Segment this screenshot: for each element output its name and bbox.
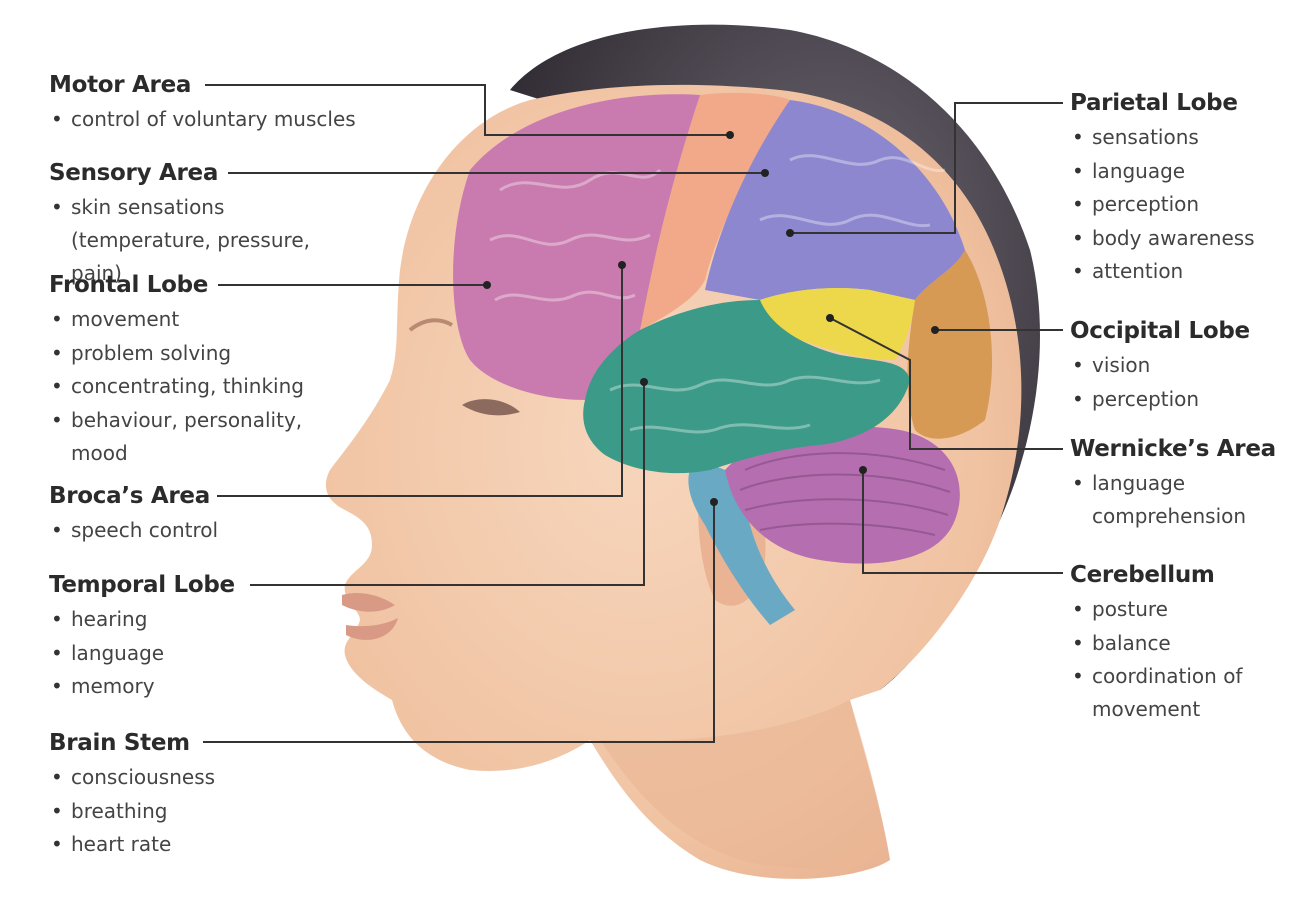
- temporal-lobe-item: memory: [49, 670, 329, 704]
- parietal-lobe-title: Parietal Lobe: [1070, 88, 1285, 118]
- frontal-lobe-item: problem solving: [49, 337, 329, 371]
- dot-wernickes-area: [826, 314, 834, 322]
- frontal-lobe-item: movement: [49, 303, 329, 337]
- temporal-lobe-item: hearing: [49, 603, 329, 637]
- frontal-lobe-item: concentrating, thinking: [49, 370, 329, 404]
- sensory-area-title: Sensory Area: [49, 158, 389, 188]
- parietal-lobe-item: attention: [1070, 255, 1285, 289]
- frontal-lobe-item: behaviour, personality, mood: [49, 404, 331, 470]
- wernickes-area-title: Wernicke’s Area: [1070, 434, 1290, 464]
- dot-sensory-area: [761, 169, 769, 177]
- brain-stem-item: breathing: [49, 795, 329, 829]
- motor-area-list: control of voluntary muscles: [49, 103, 409, 137]
- label-brain-stem: Brain Stem consciousness breathing heart…: [49, 728, 329, 862]
- parietal-lobe-list: sensations language perception body awar…: [1070, 121, 1285, 289]
- dot-motor-area: [726, 131, 734, 139]
- dot-parietal-lobe: [786, 229, 794, 237]
- temporal-lobe-title: Temporal Lobe: [49, 570, 329, 600]
- brocas-area-list: speech control: [49, 514, 329, 548]
- wernickes-area-list: language comprehension: [1070, 467, 1290, 533]
- parietal-lobe-item: body awareness: [1070, 222, 1285, 256]
- motor-area-title: Motor Area: [49, 70, 409, 100]
- label-motor-area: Motor Area control of voluntary muscles: [49, 70, 409, 137]
- brain-stem-item: consciousness: [49, 761, 329, 795]
- dot-brain-stem: [710, 498, 718, 506]
- cerebellum-list: posture balance coordination of movement: [1070, 593, 1285, 726]
- label-occipital-lobe: Occipital Lobe vision perception: [1070, 316, 1285, 416]
- cerebellum-item: coordination of movement: [1070, 660, 1282, 726]
- cerebellum-title: Cerebellum: [1070, 560, 1285, 590]
- brain-stem-list: consciousness breathing heart rate: [49, 761, 329, 862]
- wernickes-area-item: language comprehension: [1070, 467, 1282, 533]
- cerebellum-item: posture: [1070, 593, 1285, 627]
- brain-stem-item: heart rate: [49, 828, 329, 862]
- brain-stem-title: Brain Stem: [49, 728, 329, 758]
- label-wernickes-area: Wernicke’s Area language comprehension: [1070, 434, 1290, 533]
- motor-area-item: control of voluntary muscles: [49, 103, 409, 137]
- occipital-lobe-item: perception: [1070, 383, 1285, 417]
- parietal-lobe-item: sensations: [1070, 121, 1285, 155]
- cerebellum-item: balance: [1070, 627, 1285, 661]
- occipital-lobe-list: vision perception: [1070, 349, 1285, 416]
- dot-frontal-lobe: [483, 281, 491, 289]
- label-temporal-lobe: Temporal Lobe hearing language memory: [49, 570, 329, 704]
- parietal-lobe-item: language: [1070, 155, 1285, 189]
- dot-temporal-lobe: [640, 378, 648, 386]
- occipital-lobe-item: vision: [1070, 349, 1285, 383]
- label-cerebellum: Cerebellum posture balance coordination …: [1070, 560, 1285, 726]
- brocas-area-title: Broca’s Area: [49, 481, 329, 511]
- brocas-area-item: speech control: [49, 514, 329, 548]
- label-frontal-lobe: Frontal Lobe movement problem solving co…: [49, 270, 329, 470]
- temporal-lobe-list: hearing language memory: [49, 603, 329, 704]
- dot-cerebellum: [859, 466, 867, 474]
- frontal-lobe-list: movement problem solving concentrating, …: [49, 303, 329, 470]
- temporal-lobe-item: language: [49, 637, 329, 671]
- dot-occipital-lobe: [931, 326, 939, 334]
- label-parietal-lobe: Parietal Lobe sensations language percep…: [1070, 88, 1285, 289]
- frontal-lobe-title: Frontal Lobe: [49, 270, 329, 300]
- occipital-lobe-title: Occipital Lobe: [1070, 316, 1285, 346]
- dot-brocas-area: [618, 261, 626, 269]
- parietal-lobe-item: perception: [1070, 188, 1285, 222]
- label-brocas-area: Broca’s Area speech control: [49, 481, 329, 548]
